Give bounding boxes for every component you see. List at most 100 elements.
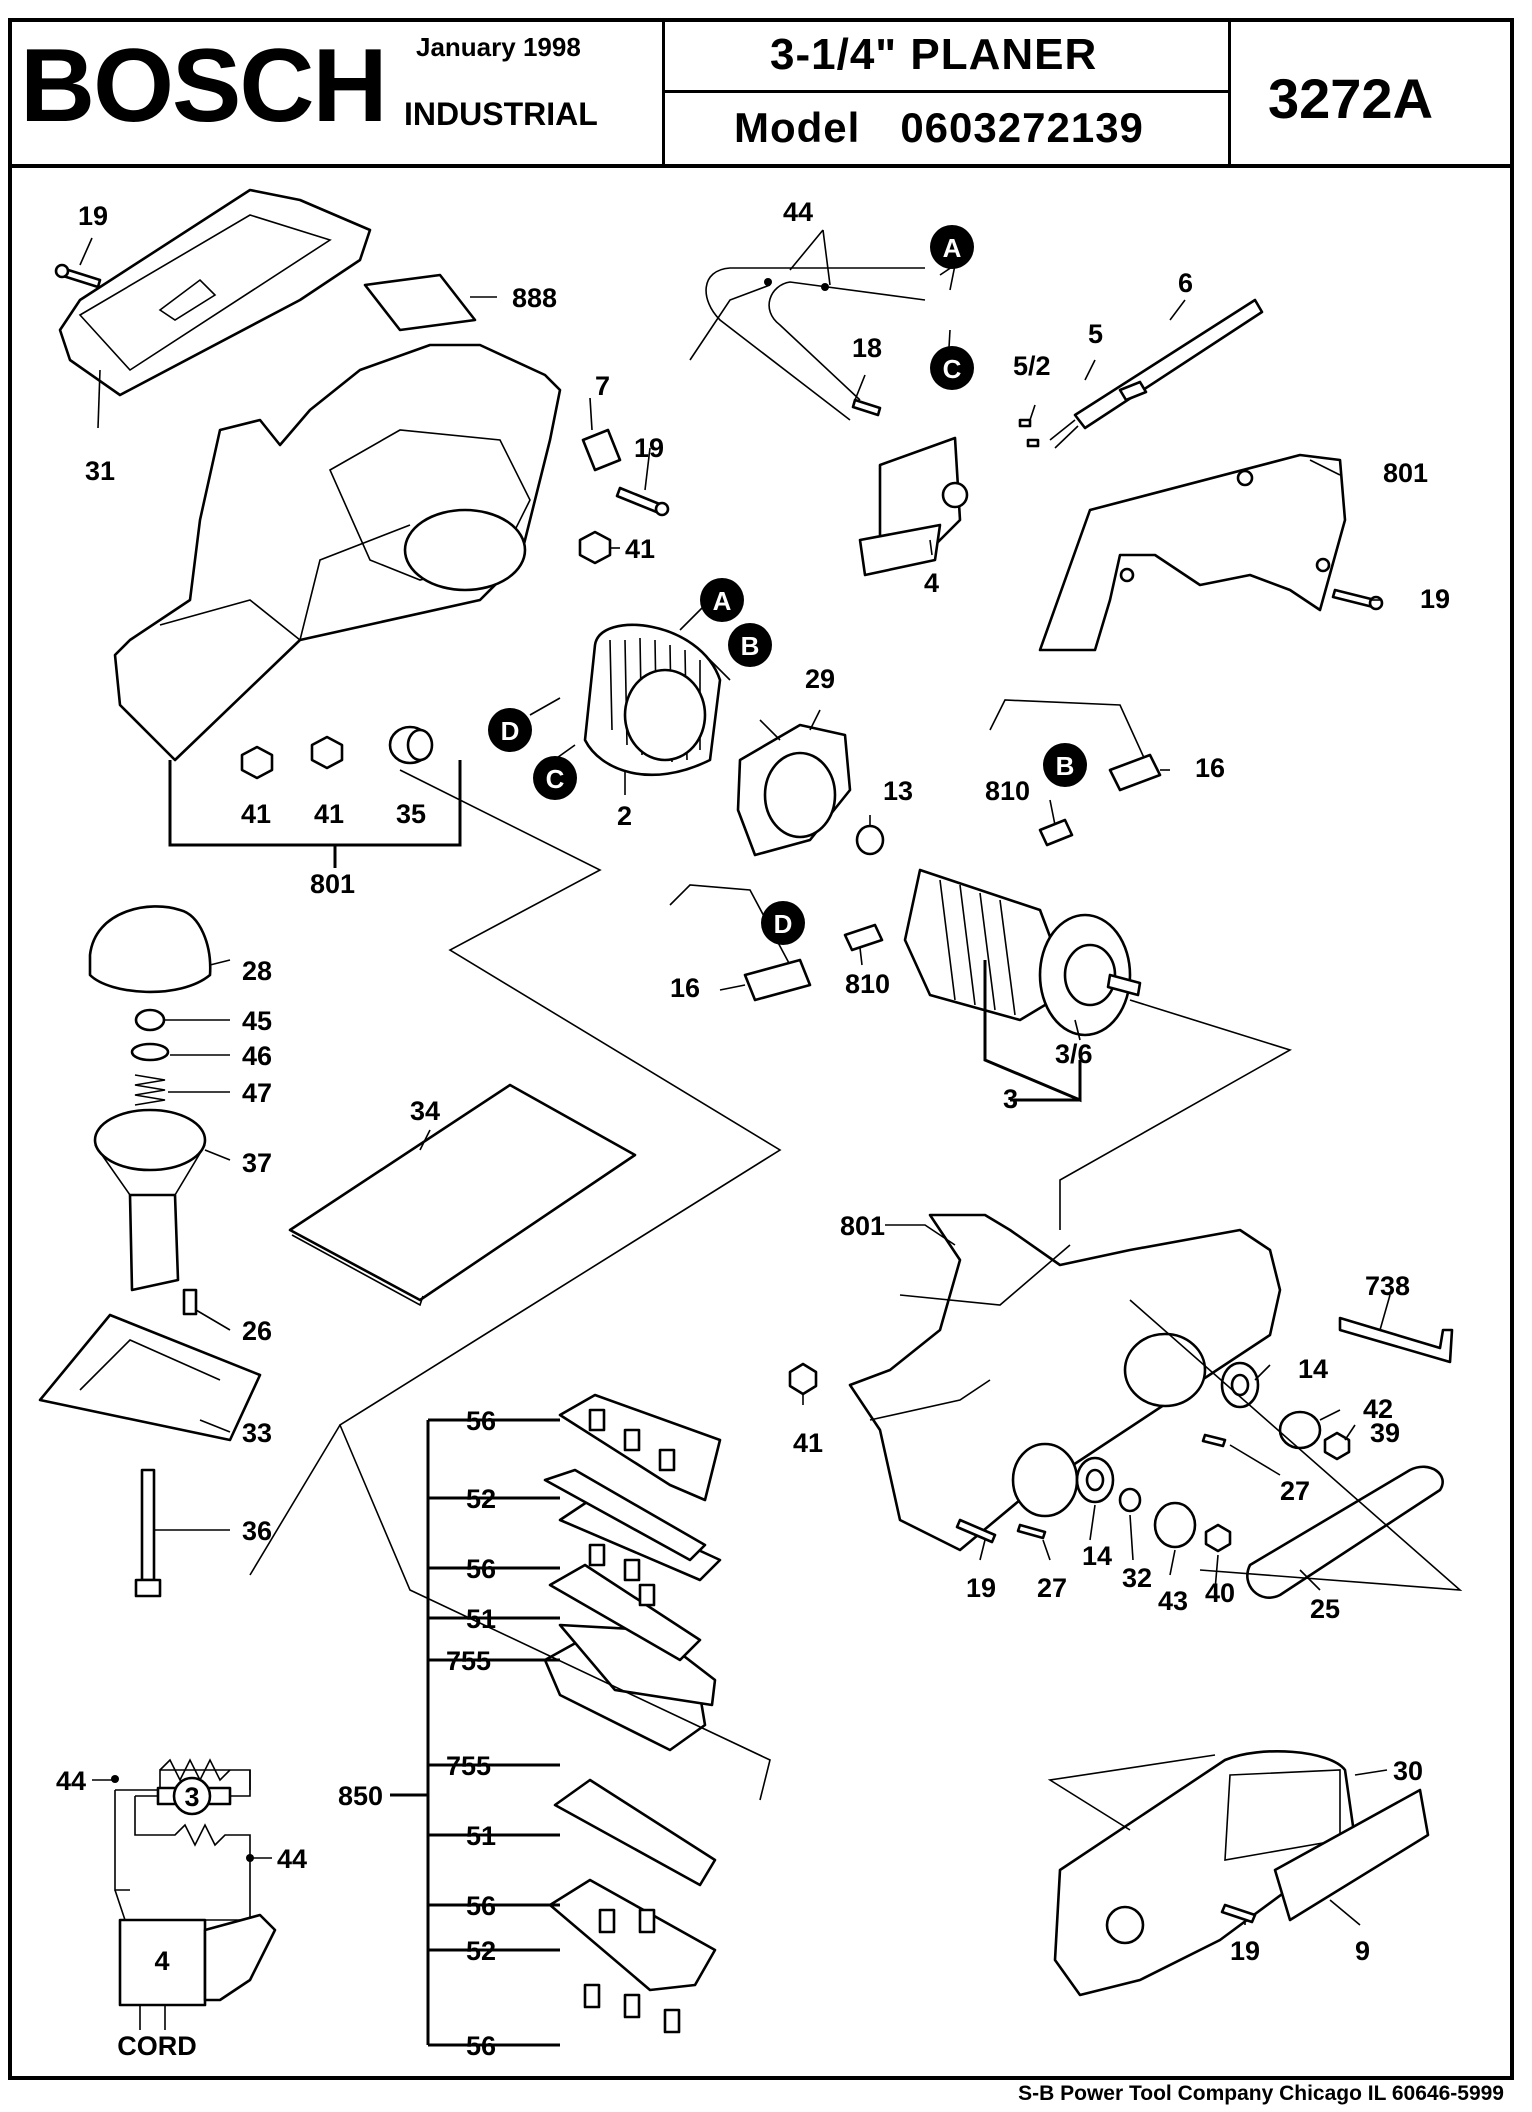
label-850: 850 — [338, 1781, 383, 1811]
label-33: 33 — [242, 1418, 272, 1448]
nut-39 — [1323, 1431, 1351, 1461]
cover-31 — [58, 188, 372, 397]
brush-810-top — [1038, 818, 1074, 847]
side-cover-30 — [1053, 1750, 1357, 1997]
label-4: 4 — [154, 1946, 169, 1976]
pin-26 — [182, 1288, 198, 1316]
label-801: 801 — [310, 869, 355, 899]
pulley-43 — [1153, 1501, 1197, 1549]
label-52: 52 — [466, 1484, 496, 1514]
handle-801 — [1038, 453, 1347, 652]
label-888 — [363, 273, 477, 332]
label-cord: CORD — [117, 2031, 197, 2061]
label-3-6: 3/6 — [1055, 1039, 1093, 1069]
label-26: 26 — [242, 1316, 272, 1346]
label-13: 13 — [883, 776, 913, 806]
callout-A-top: A — [930, 225, 974, 269]
model-label: Model — [734, 104, 861, 151]
label-41: 41 — [625, 534, 655, 564]
pulley-42 — [1278, 1410, 1322, 1450]
wire-harness-44 — [689, 267, 926, 421]
label-29: 29 — [805, 664, 835, 694]
screw-18 — [851, 398, 882, 417]
label-41: 41 — [793, 1428, 823, 1458]
brush-810-bottom — [843, 923, 884, 952]
screw-27-a — [1201, 1433, 1227, 1448]
svg-text:C: C — [546, 764, 565, 794]
part-labels: 19 31 888 7 19 41 41 41 35 801 44 18 4 6… — [56, 197, 1450, 2061]
nut-41-a — [578, 530, 612, 565]
label-56: 56 — [466, 1406, 496, 1436]
label-41: 41 — [314, 799, 344, 829]
label-19: 19 — [634, 433, 664, 463]
label-5: 5 — [1088, 319, 1103, 349]
issue-date: January 1998 — [416, 32, 581, 62]
label-44: 44 — [56, 1766, 86, 1796]
bolt-36 — [134, 1468, 162, 1598]
label-14: 14 — [1082, 1541, 1112, 1571]
label-801: 801 — [840, 1211, 885, 1241]
title-divider-1 — [662, 18, 665, 168]
label-47: 47 — [242, 1078, 272, 1108]
drawing-code: 3272A — [1268, 67, 1434, 130]
label-30: 30 — [1393, 1756, 1423, 1786]
callout-A-field: A — [700, 578, 744, 622]
svg-text:A: A — [713, 586, 732, 616]
label-3: 3 — [1003, 1084, 1018, 1114]
label-36: 36 — [242, 1516, 272, 1546]
label-37: 37 — [242, 1148, 272, 1178]
label-3: 3 — [184, 1782, 199, 1812]
division: INDUSTRIAL — [404, 96, 598, 132]
callout-D-field: D — [488, 708, 532, 752]
label-755: 755 — [446, 1646, 491, 1676]
nut-41-b — [240, 745, 274, 780]
label-18: 18 — [852, 333, 882, 363]
label-755: 755 — [446, 1751, 491, 1781]
leader-lines — [79, 229, 1391, 2047]
label-39: 39 — [1370, 1418, 1400, 1448]
base-plate-34 — [288, 1083, 637, 1307]
screw-19-b — [615, 486, 670, 517]
label-888: 888 — [512, 283, 557, 313]
wiring-schematic — [111, 1758, 277, 2030]
callout-B-field: B — [728, 623, 772, 667]
label-56: 56 — [466, 2031, 496, 2061]
label-9: 9 — [1355, 1936, 1370, 1966]
label-2: 2 — [617, 801, 632, 831]
screw-27-b — [1016, 1523, 1047, 1540]
label-51: 51 — [466, 1604, 496, 1634]
label-27: 27 — [1280, 1476, 1310, 1506]
cutterhead-850 — [543, 1393, 722, 2034]
label-44: 44 — [277, 1844, 307, 1874]
label-801: 801 — [1383, 458, 1428, 488]
label-28: 28 — [242, 956, 272, 986]
nut-41-d — [788, 1362, 818, 1396]
label-19: 19 — [1420, 584, 1450, 614]
washer-32 — [1118, 1487, 1142, 1513]
field-2 — [583, 623, 722, 777]
svg-text:B: B — [741, 631, 760, 661]
footer-company: S-B Power Tool Company Chicago IL 60646-… — [1018, 2082, 1504, 2105]
nut-40 — [1204, 1523, 1232, 1553]
label-56: 56 — [466, 1891, 496, 1921]
label-9 — [1273, 1788, 1430, 1922]
label-7: 7 — [595, 371, 610, 401]
cord-6 — [1049, 298, 1264, 449]
label-16: 16 — [670, 973, 700, 1003]
title-divider-2 — [1228, 18, 1231, 168]
bearing-14-a — [1220, 1361, 1260, 1409]
brush-holder-16-top — [989, 699, 1162, 792]
callout-C-top: C — [930, 346, 974, 390]
label-56: 56 — [466, 1554, 496, 1584]
callout-C-field: C — [533, 756, 577, 800]
product-title: 3-1/4" PLANER — [770, 30, 1098, 79]
svg-text:B: B — [1056, 751, 1075, 781]
label-43: 43 — [1158, 1586, 1188, 1616]
switch-4 — [858, 436, 969, 577]
knob-28 — [88, 905, 212, 994]
svg-text:A: A — [943, 233, 962, 263]
screw-19-a — [54, 263, 102, 289]
label-35: 35 — [396, 799, 426, 829]
